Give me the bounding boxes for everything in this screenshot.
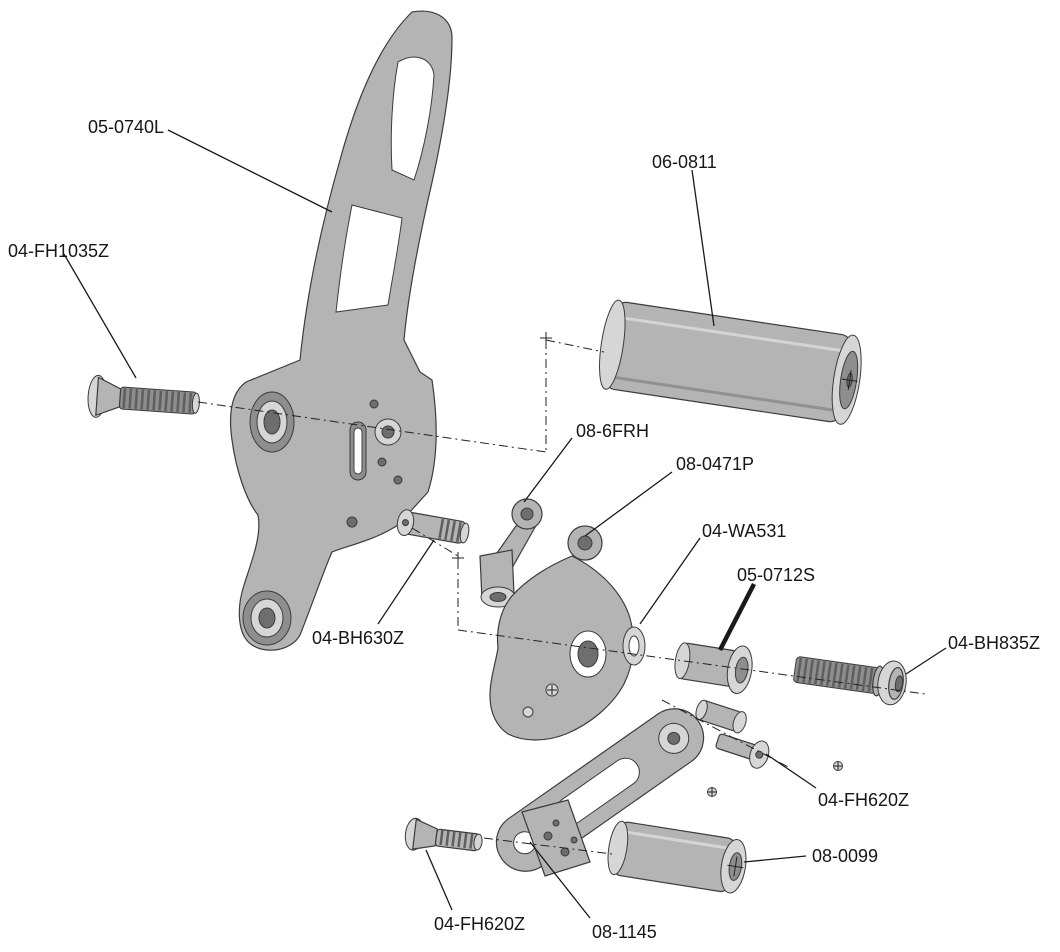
label-clevis: 08-6FRH	[576, 421, 649, 441]
part-flathead-bolt-620-right	[715, 733, 770, 769]
leader-bolt-630	[377, 539, 435, 625]
leader-washer	[639, 537, 701, 625]
leader-bracket	[167, 129, 333, 213]
leader-clevis	[523, 437, 573, 503]
part-flathead-bolt-620-bottom	[404, 817, 483, 852]
leader-bolt-1035	[63, 253, 137, 379]
label-spacer-0099: 08-0099	[812, 846, 878, 866]
leader-footpeg	[691, 169, 715, 327]
label-link-arm: 08-1145	[592, 922, 657, 942]
part-small-spacer-right	[695, 699, 747, 734]
label-footpeg: 06-0811	[652, 152, 717, 172]
assembly-centerlines	[197, 332, 926, 855]
part-footpeg	[599, 299, 862, 425]
part-washer	[622, 626, 646, 666]
part-toe-peg-clevis	[479, 498, 543, 608]
leader-spacer-0099	[743, 855, 807, 863]
label-shift-arm: 08-0471P	[676, 454, 754, 474]
part-main-bracket	[229, 10, 453, 651]
label-bolt-630: 04-BH630Z	[312, 628, 404, 648]
part-shift-arm-carrier	[489, 525, 634, 741]
leader-bolt-835	[905, 647, 947, 675]
label-bolt-1035: 04-FH1035Z	[8, 241, 109, 261]
label-spacer-0712: 05-0712S	[737, 565, 815, 585]
part-set-screw	[833, 761, 843, 771]
leader-link-arm	[529, 841, 591, 919]
leader-bolt-620-bottom	[425, 849, 453, 911]
bracket-cutout-lower	[335, 204, 403, 313]
label-bracket: 05-0740L	[88, 117, 164, 137]
label-bolt-620-right: 04-FH620Z	[818, 790, 909, 810]
part-spacer-0099	[607, 820, 747, 894]
label-washer: 04-WA531	[702, 521, 786, 541]
part-labels: 05-0740L 04-FH1035Z 06-0811 08-6FRH 08-0…	[8, 117, 1040, 942]
part-link-arm-face	[521, 799, 591, 877]
leader-spacer-0712	[717, 582, 757, 652]
leader-shift-arm	[584, 471, 673, 537]
part-flathead-bolt-1035	[87, 374, 200, 418]
footpeg-collar	[599, 299, 626, 390]
bracket-cutout-upper	[390, 56, 435, 181]
carrier-screw	[522, 706, 534, 718]
part-buttonhead-bolt-630	[396, 509, 470, 544]
label-bolt-620-bottom: 04-FH620Z	[434, 914, 525, 934]
part-spacer-0712	[674, 642, 753, 695]
leader-bolt-620-right	[765, 753, 817, 789]
label-bolt-835: 04-BH835Z	[948, 633, 1040, 653]
part-buttonhead-bolt-835	[793, 656, 907, 706]
leader-lines	[63, 129, 947, 919]
part-set-screw	[707, 787, 717, 797]
